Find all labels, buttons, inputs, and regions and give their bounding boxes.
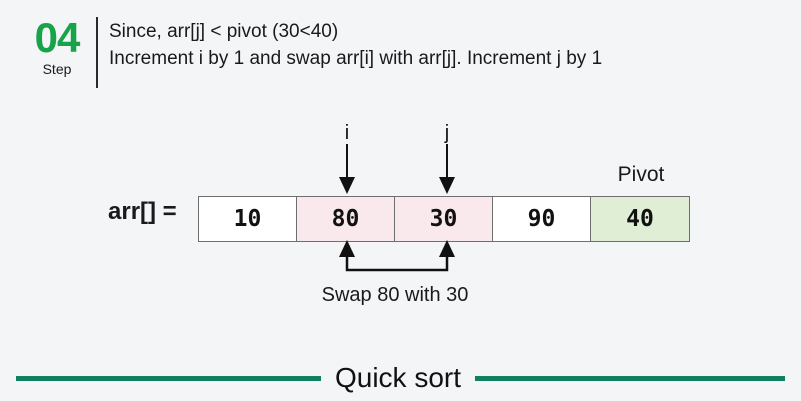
pointer-i-label: i — [344, 122, 350, 144]
header-vertical-divider — [96, 17, 98, 88]
footer-rule-left — [15, 375, 321, 381]
array-cell-pivot[interactable]: 40 — [591, 197, 689, 241]
swap-connector-icon — [339, 240, 455, 272]
array-row: 10 80 30 90 40 — [198, 196, 690, 242]
array-cell[interactable]: 10 — [199, 197, 297, 241]
footer-rule-right — [475, 375, 786, 381]
step-badge: 04 Step — [24, 14, 90, 78]
array-name-label: arr[] = — [108, 198, 177, 225]
array-cell[interactable]: 80 — [297, 197, 395, 241]
swap-caption: Swap 80 with 30 — [321, 284, 469, 306]
pointer-i: i — [327, 122, 367, 196]
footer-title: Quick sort — [334, 362, 462, 393]
step-number: 04 — [34, 14, 81, 61]
step-description-line-2: Increment i by 1 and swap arr[i] with ar… — [109, 48, 603, 69]
pointer-j-label: j — [444, 122, 450, 144]
arrow-down-icon — [439, 144, 455, 194]
step-header: 04 Step Since, arr[j] < pivot (30<40) In… — [0, 0, 801, 100]
step-word-label: Step — [42, 61, 72, 77]
array-cell[interactable]: 90 — [493, 197, 591, 241]
arrow-down-icon — [339, 144, 355, 194]
step-description: Since, arr[j] < pivot (30<40) Increment … — [109, 18, 769, 72]
step-description-line-1: Since, arr[j] < pivot (30<40) — [109, 21, 339, 42]
array-cell[interactable]: 30 — [395, 197, 493, 241]
pivot-label: Pivot — [617, 163, 665, 186]
footer-banner: Quick sort — [0, 355, 801, 401]
pointer-j: j — [427, 122, 467, 196]
array-diagram: i j Pivot arr[] = 10 80 30 90 40 Swap 80… — [0, 100, 801, 340]
